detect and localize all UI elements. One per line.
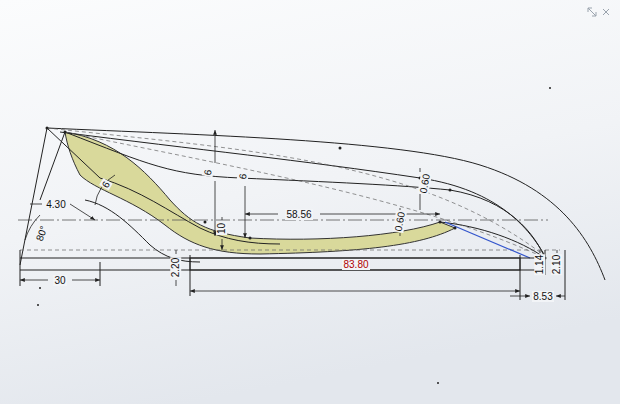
dimension-lines bbox=[20, 130, 565, 296]
dimension-text: 6 bbox=[237, 171, 249, 180]
dimension-text: 2.20 bbox=[171, 256, 182, 277]
dimension-text: 0.60 bbox=[393, 209, 408, 232]
construction-lines bbox=[20, 128, 560, 258]
sketch-curves bbox=[20, 128, 605, 280]
dimension-text: 4.30 bbox=[45, 199, 66, 210]
dimension-text: 1.14 bbox=[535, 253, 546, 274]
dimension-text: 10 bbox=[217, 221, 228, 234]
centerline bbox=[18, 220, 548, 221]
dimension-text: 2.10 bbox=[552, 253, 563, 274]
dimension-text: 58.56 bbox=[285, 209, 312, 220]
dimension-text: 30 bbox=[53, 275, 66, 286]
dimension-text: 6 bbox=[99, 178, 112, 190]
blue-segment bbox=[445, 222, 530, 258]
dimension-text: 83.80 bbox=[342, 259, 369, 270]
dimension-text: 0.60 bbox=[418, 171, 433, 194]
dimension-text: 6 bbox=[202, 167, 214, 176]
dimension-text: 8.53 bbox=[532, 291, 553, 302]
profile-region bbox=[65, 132, 455, 254]
dimension-text: 80° bbox=[34, 223, 50, 243]
sketch-points bbox=[37, 87, 551, 384]
window-icons bbox=[588, 8, 609, 16]
base-lines bbox=[20, 250, 565, 300]
